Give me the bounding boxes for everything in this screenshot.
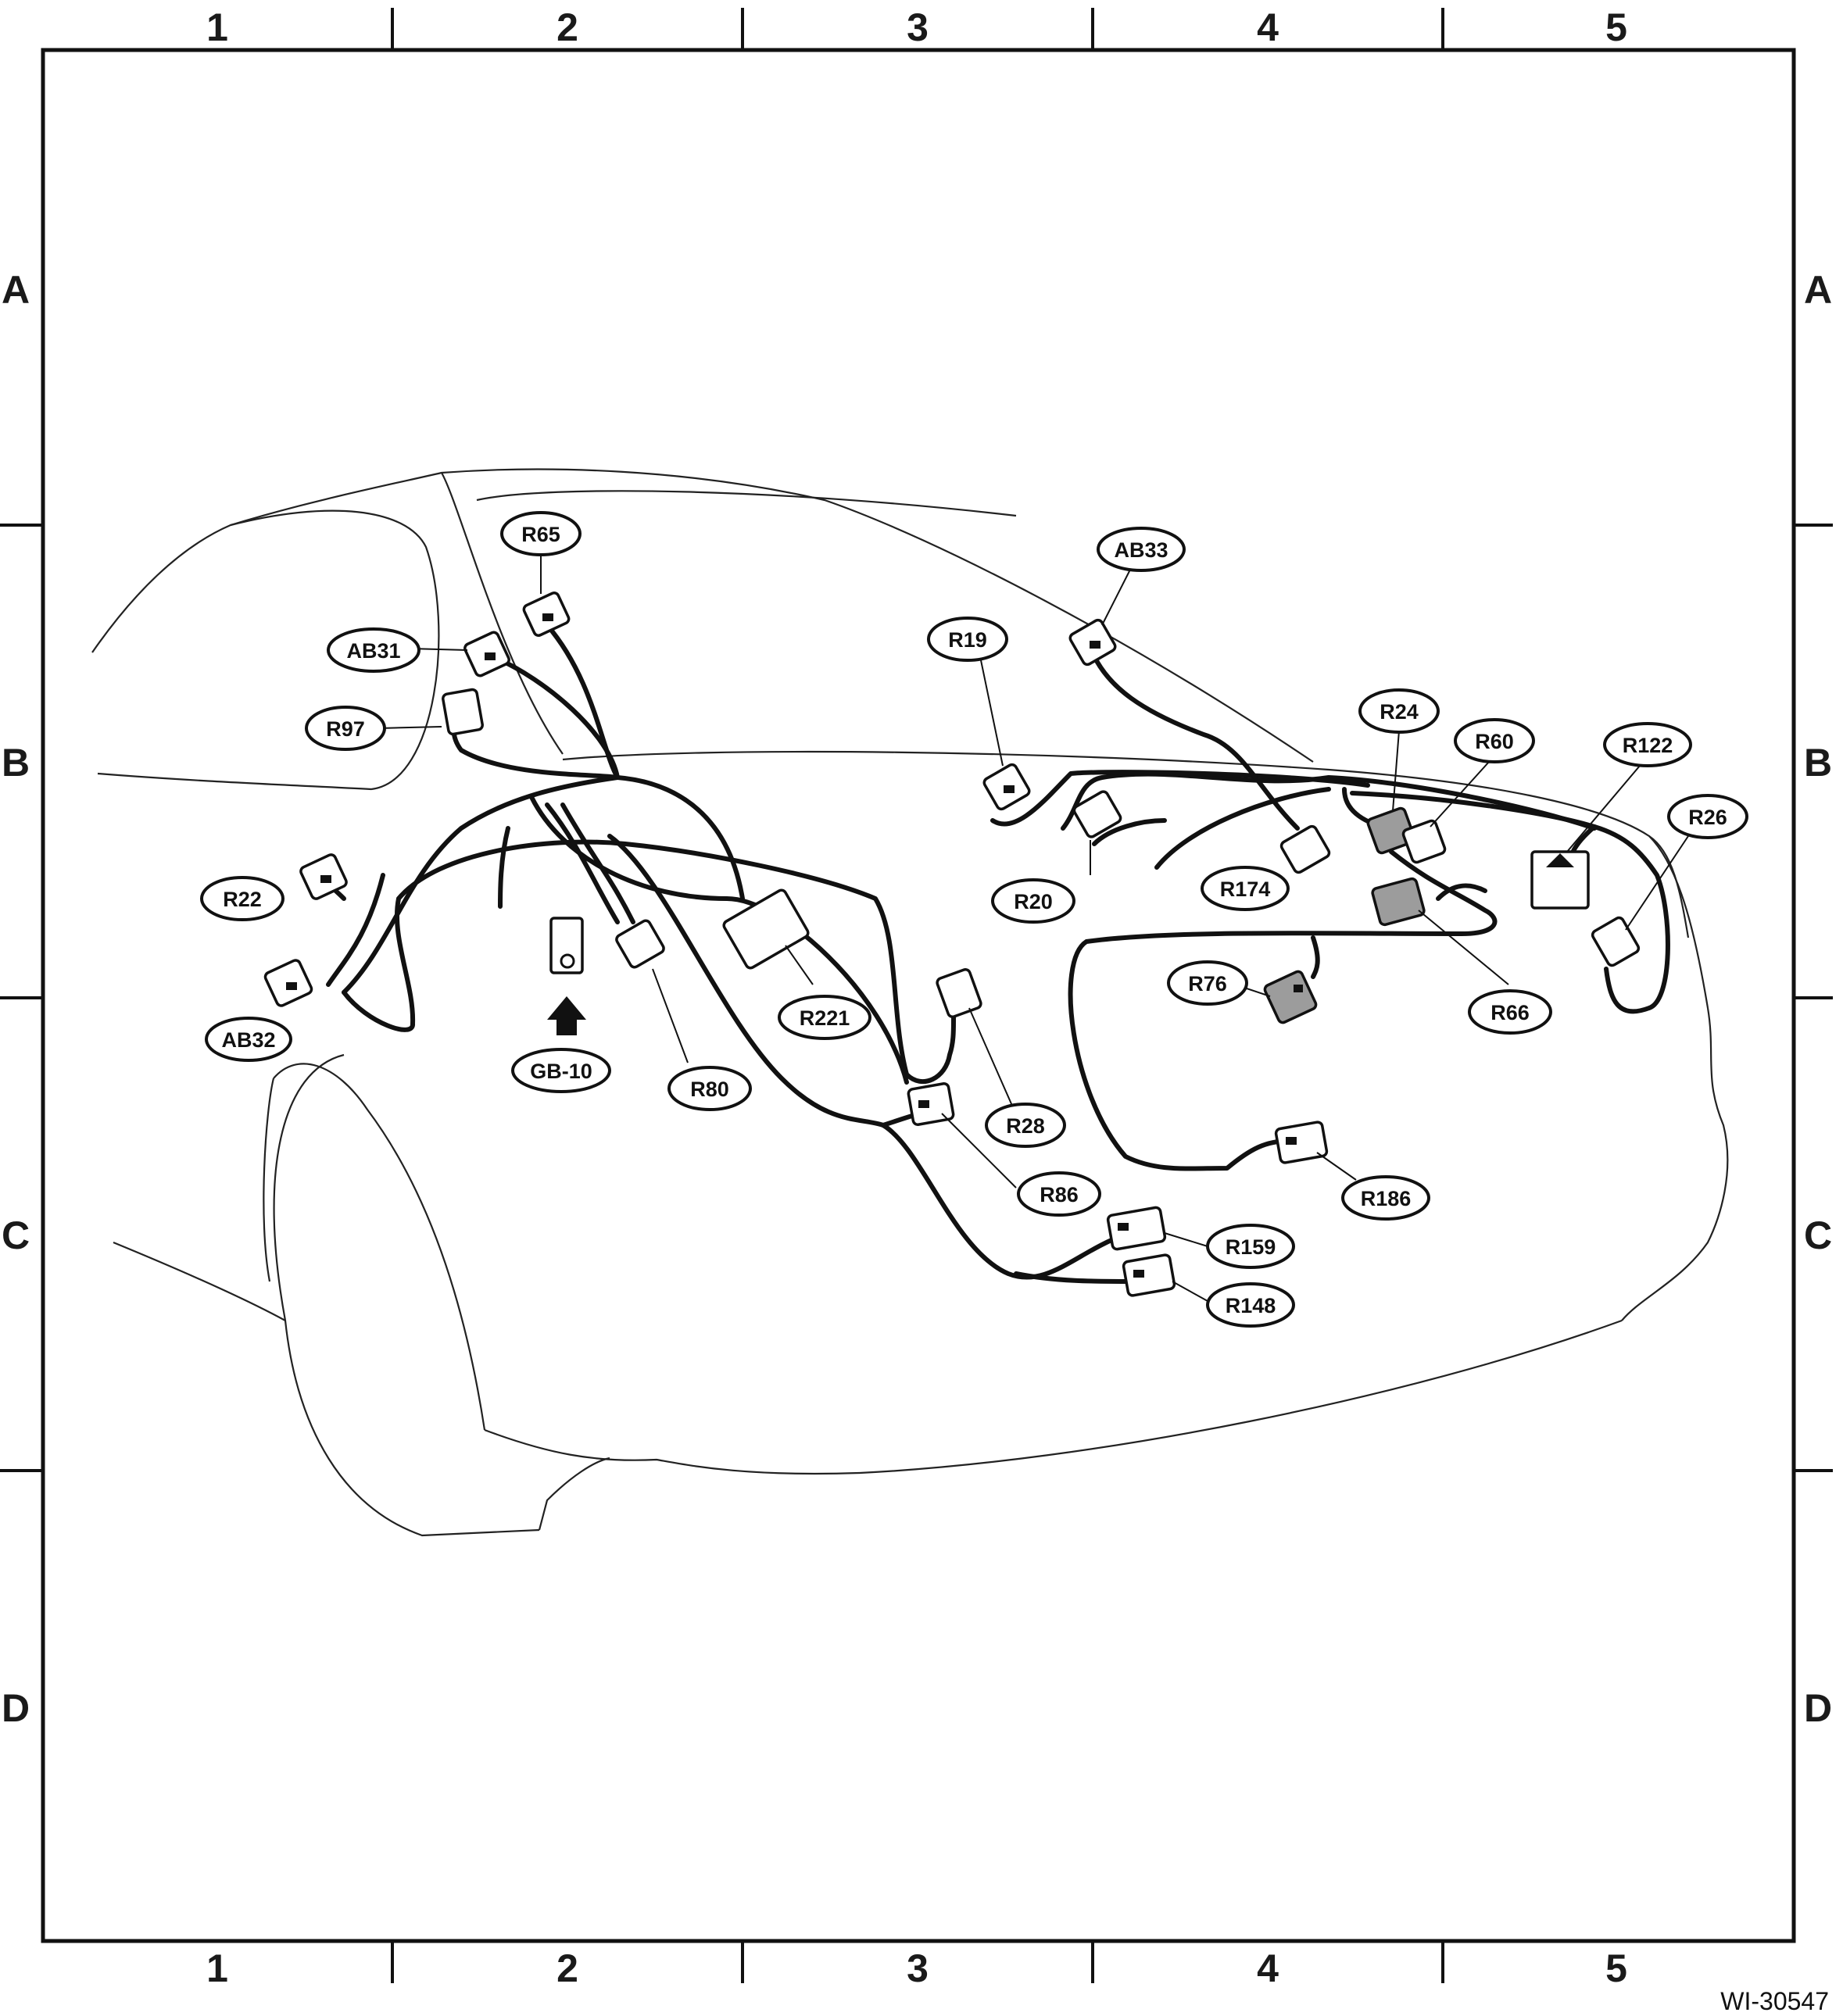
callout-label-r26: R26 <box>1688 806 1727 829</box>
callout-ab32: AB32 <box>205 1017 292 1062</box>
connector-r65 <box>522 592 571 637</box>
connector-r20 <box>1072 790 1122 838</box>
column-label-2-top: 2 <box>556 5 578 49</box>
callout-label-r86: R86 <box>1040 1183 1079 1206</box>
callout-label-r80: R80 <box>690 1078 729 1101</box>
connector-r122 <box>1530 850 1590 910</box>
callout-r86: R86 <box>1017 1171 1101 1217</box>
row-label-b-right: B <box>1804 741 1832 785</box>
callout-label-ab32: AB32 <box>221 1028 275 1052</box>
row-label-c-left: C <box>2 1214 30 1257</box>
callout-r122: R122 <box>1603 722 1692 767</box>
callout-r24: R24 <box>1358 688 1440 734</box>
callout-label-r221: R221 <box>800 1006 850 1030</box>
leader-lines <box>378 555 1689 1302</box>
callout-ab31: AB31 <box>327 627 420 673</box>
connector-r80 <box>615 919 665 969</box>
connector-ab33 <box>1068 618 1117 667</box>
row-label-a-right: A <box>1804 268 1832 312</box>
callout-label-gb10: GB-10 <box>530 1060 592 1083</box>
callout-r76: R76 <box>1167 960 1248 1006</box>
callout-label-r76: R76 <box>1188 972 1227 995</box>
connector-r76 <box>1263 970 1318 1024</box>
callout-label-r122: R122 <box>1623 734 1673 757</box>
callout-r221: R221 <box>778 995 871 1040</box>
callout-label-r65: R65 <box>521 523 560 546</box>
connector-ab31 <box>463 631 510 677</box>
column-label-1-top: 1 <box>206 5 228 49</box>
callout-r80: R80 <box>667 1066 752 1111</box>
callout-r66: R66 <box>1468 989 1552 1035</box>
connector-r97 <box>442 688 484 736</box>
connector-r174 <box>1279 824 1331 874</box>
callout-r186: R186 <box>1341 1175 1430 1221</box>
wiring-harness <box>302 623 1670 1284</box>
callout-label-r97: R97 <box>326 717 365 741</box>
connector-r60 <box>1401 819 1447 864</box>
callout-label-r60: R60 <box>1475 730 1514 753</box>
column-label-5-top: 5 <box>1605 5 1627 49</box>
connector-r26 <box>1591 916 1641 967</box>
callout-label-r174: R174 <box>1220 878 1271 901</box>
callout-r28: R28 <box>985 1103 1066 1148</box>
callout-label-r148: R148 <box>1226 1294 1276 1317</box>
column-label-4-top: 4 <box>1257 5 1279 49</box>
callout-label-r20: R20 <box>1014 890 1053 913</box>
callout-label-ab33: AB33 <box>1114 538 1168 562</box>
ground-arrow-icon <box>547 996 586 1035</box>
column-label-5-bottom: 5 <box>1605 1946 1627 1990</box>
connector-r66 <box>1371 877 1426 927</box>
connector-r28 <box>936 967 982 1019</box>
callout-r159: R159 <box>1206 1224 1295 1269</box>
callout-r148: R148 <box>1206 1282 1295 1328</box>
column-label-4-bottom: 4 <box>1257 1946 1279 1990</box>
connector-ab32 <box>263 959 313 1007</box>
callout-label-r159: R159 <box>1226 1235 1276 1259</box>
figure-id: WI-30547 <box>1720 1987 1829 2015</box>
column-label-3-bottom: 3 <box>907 1946 929 1990</box>
callout-label-r22: R22 <box>223 888 262 911</box>
callout-r26: R26 <box>1667 794 1748 839</box>
ground-terminal-gb10 <box>549 917 584 974</box>
callout-label-r28: R28 <box>1006 1114 1045 1138</box>
connector-r186 <box>1274 1121 1329 1164</box>
connector-r148 <box>1122 1253 1176 1297</box>
row-label-c-right: C <box>1804 1214 1832 1257</box>
callout-r20: R20 <box>991 878 1075 924</box>
callout-r22: R22 <box>200 876 285 921</box>
callout-label-r66: R66 <box>1491 1001 1530 1024</box>
callout-label-r19: R19 <box>948 628 987 652</box>
callout-r60: R60 <box>1454 718 1535 763</box>
connector-r221 <box>722 888 810 970</box>
column-label-1-bottom: 1 <box>206 1946 228 1990</box>
row-label-d-left: D <box>2 1686 30 1730</box>
row-label-b-left: B <box>2 741 30 785</box>
callout-label-ab31: AB31 <box>346 639 400 663</box>
grid-ticks <box>0 8 1833 1983</box>
callout-r174: R174 <box>1201 866 1290 911</box>
row-label-a-left: A <box>2 268 30 312</box>
callout-label-r186: R186 <box>1361 1187 1412 1210</box>
callout-ab33: AB33 <box>1097 527 1186 572</box>
callout-r19: R19 <box>927 617 1008 662</box>
callout-label-r24: R24 <box>1380 700 1419 724</box>
connector-r159 <box>1106 1206 1167 1251</box>
row-label-d-right: D <box>1804 1686 1832 1730</box>
diagram-frame <box>41 48 1796 1943</box>
connector-r24 <box>1366 806 1416 855</box>
callout-r65: R65 <box>500 511 582 556</box>
callout-r97: R97 <box>305 706 386 751</box>
callout-gb10: GB-10 <box>511 1048 611 1093</box>
column-label-2-bottom: 2 <box>556 1946 578 1990</box>
column-label-3-top: 3 <box>907 5 929 49</box>
connector-r22 <box>299 853 348 900</box>
car-body-outline <box>91 468 1729 1537</box>
connector-r19 <box>982 763 1031 811</box>
